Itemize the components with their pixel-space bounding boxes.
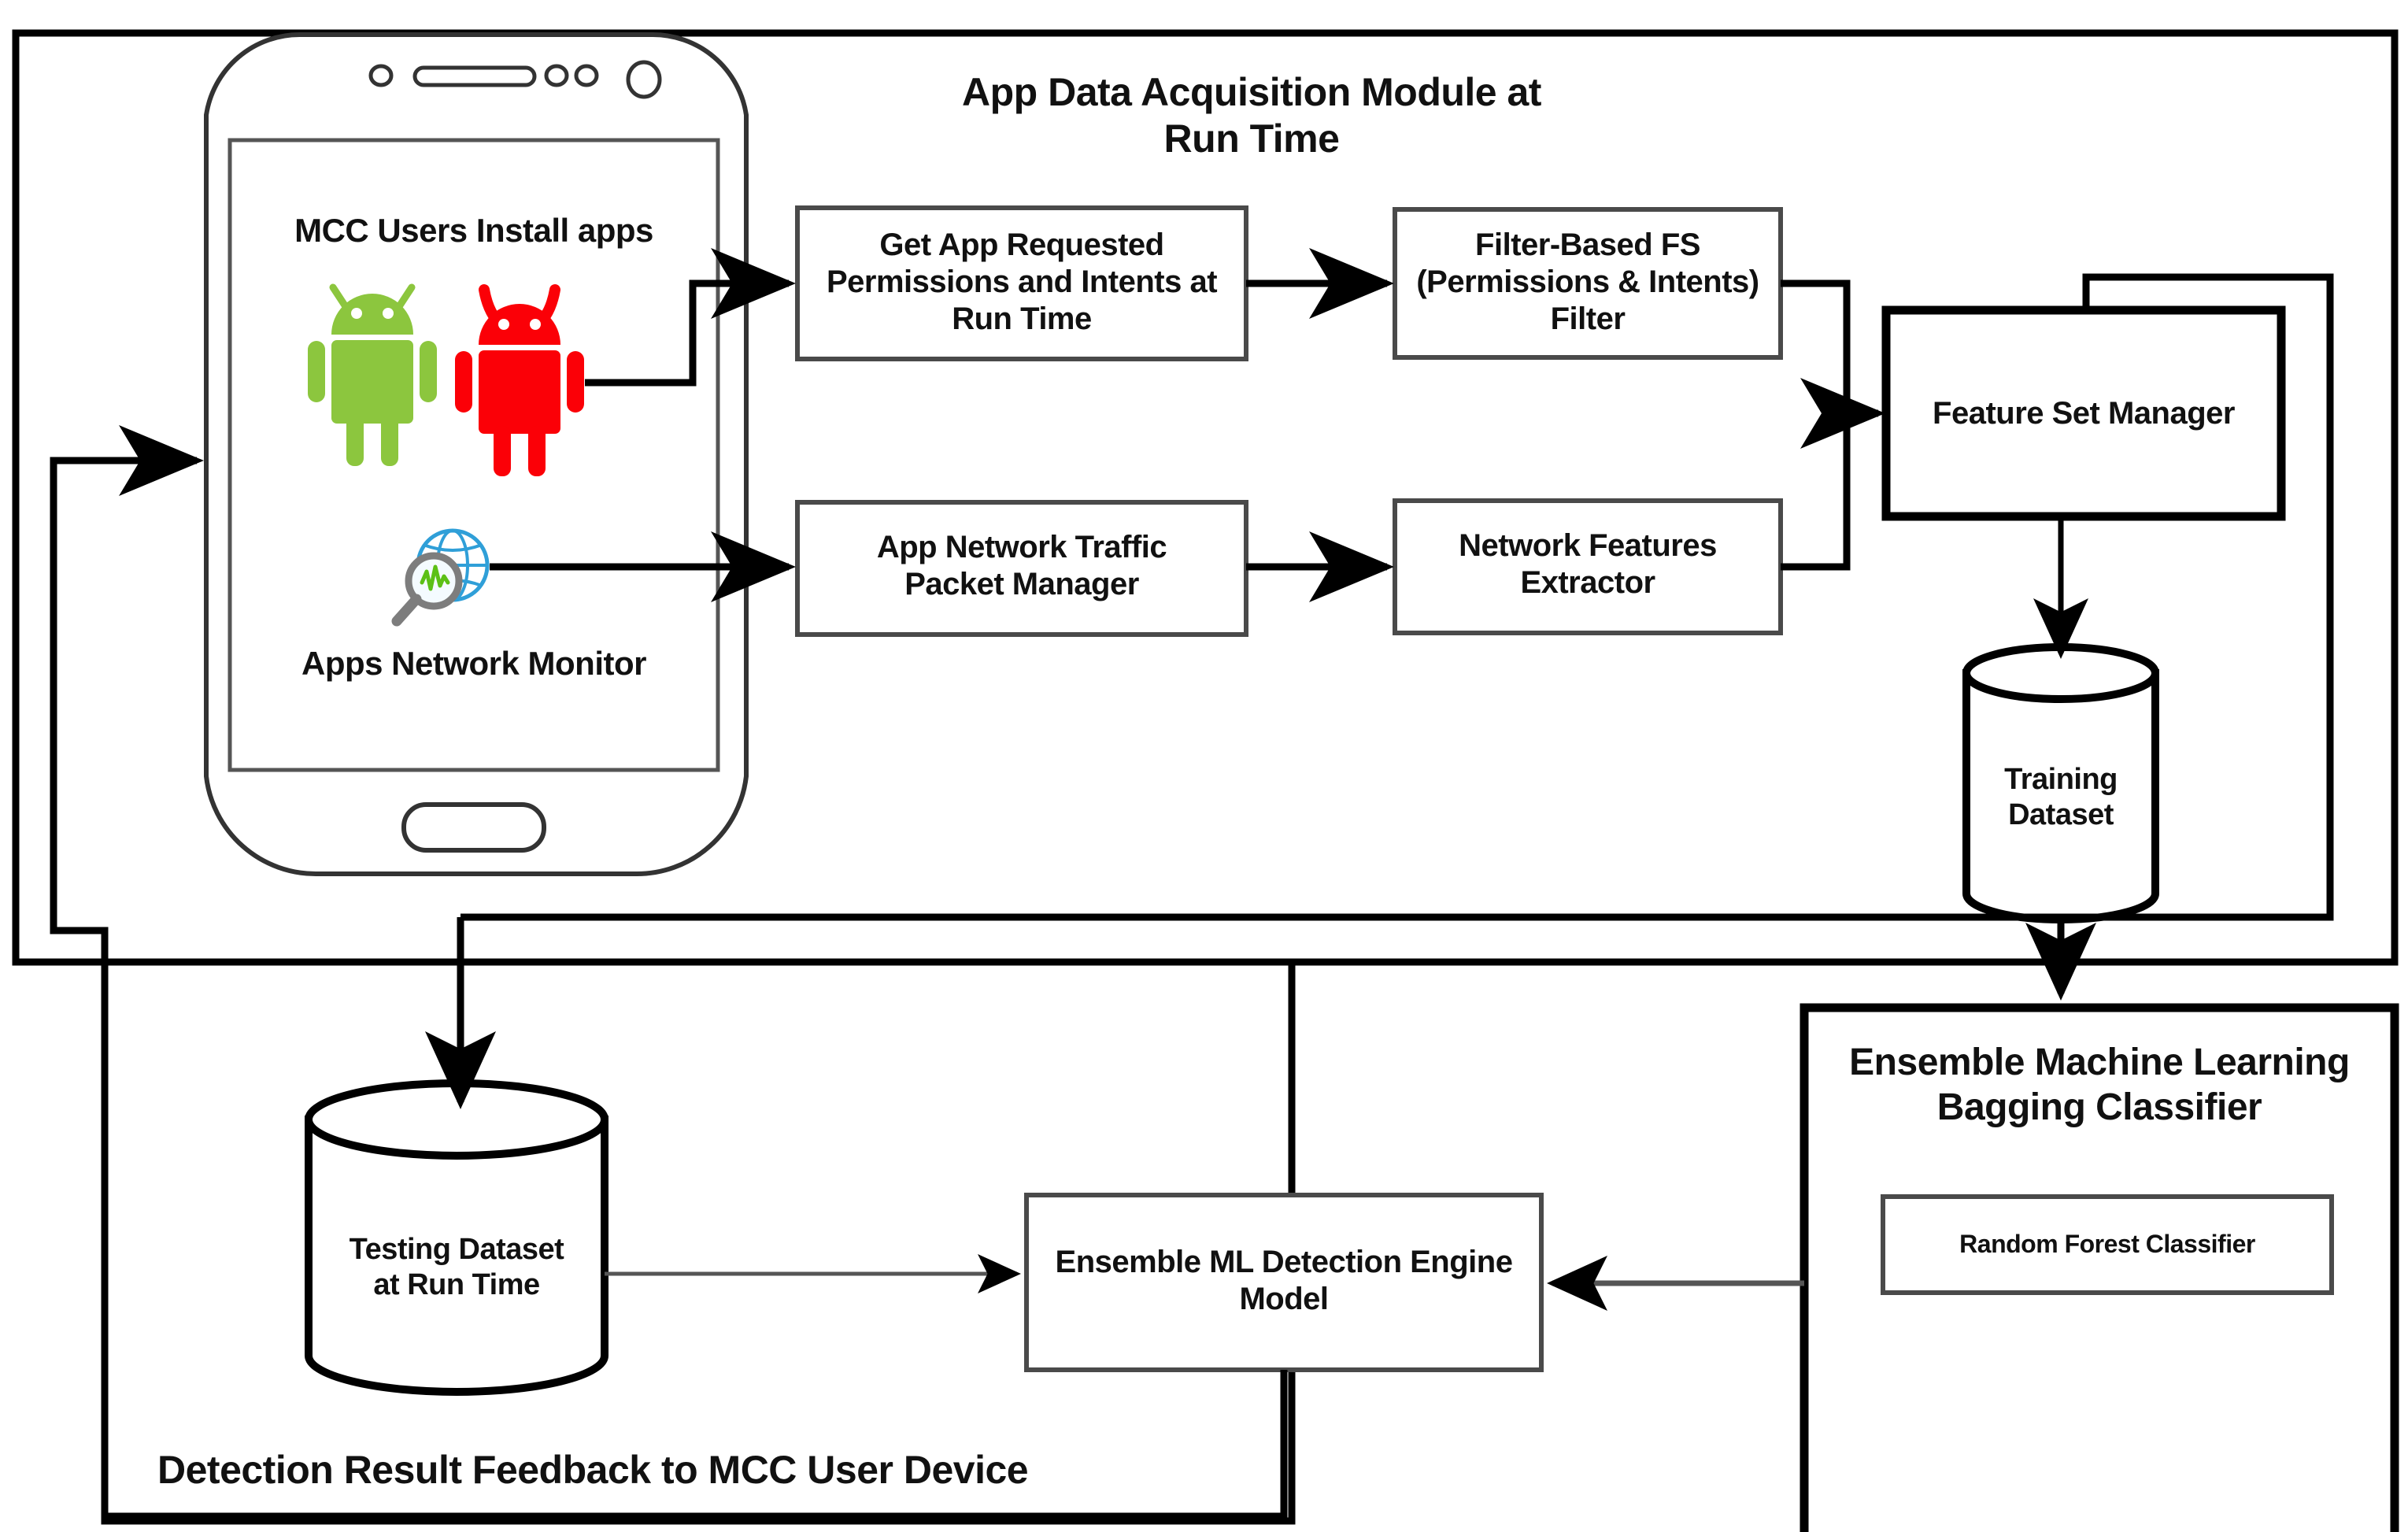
- label-filter-based-fs: Filter-Based FS (Permissions & Intents) …: [1416, 228, 1759, 337]
- phone-sensor-mid: [544, 64, 569, 87]
- box-network-features-extractor: [1393, 498, 1783, 635]
- box-app-network-traffic: [795, 500, 1248, 637]
- android-benign-icon: [308, 283, 437, 466]
- network-monitor-icon: [391, 528, 490, 627]
- feedback-loop-path: [50, 457, 1288, 1520]
- label-feature-set-manager: Feature Set Manager: [1933, 396, 2235, 431]
- phone-users-label: MCC Users Install apps: [294, 212, 653, 249]
- phone-earpiece: [412, 65, 537, 87]
- phone-sensor-right: [574, 64, 599, 87]
- arrow-extractor-to-fsm: [1781, 413, 1851, 571]
- arrow-filter-to-fsm: [1781, 279, 1885, 449]
- phone-monitor-label: Apps Network Monitor: [301, 645, 647, 682]
- phone-screen: [227, 138, 720, 772]
- cylinder-testing-dataset: [305, 1079, 608, 1396]
- box-ensemble-detection-engine: [1024, 1193, 1544, 1372]
- label-ensemble-detection-engine: Ensemble ML Detection Engine Model: [1055, 1245, 1513, 1317]
- module-title-top: App Data Acquisition Module at Run Time: [962, 70, 1541, 161]
- label-app-network-traffic: App Network Traffic Packet Manager: [876, 530, 1167, 602]
- label-testing-dataset: Testing Dataset at Run Time: [349, 1233, 564, 1301]
- box-feature-set-manager: [1881, 305, 2286, 521]
- phone-home-button: [401, 802, 546, 853]
- label-network-features-extractor: Network Features Extractor: [1459, 528, 1717, 601]
- phone-front-camera: [626, 60, 662, 99]
- box-random-forest-classifier: [1881, 1194, 2334, 1295]
- phone-sensor-left: [368, 64, 394, 87]
- arrow-apps-to-permissions: [585, 248, 796, 387]
- label-random-forest-classifier: Random Forest Classifier: [1959, 1230, 2255, 1258]
- android-malicious-icon: [455, 284, 584, 476]
- label-get-app-permissions: Get App Requested Permissions and Intent…: [826, 228, 1218, 337]
- label-ensemble-bagging-classifier: Ensemble Machine Learning Bagging Classi…: [1849, 1042, 2350, 1128]
- loop-fsm-to-testing: [461, 273, 2334, 921]
- module-title-bottom: Detection Result Feedback to MCC User De…: [157, 1448, 1029, 1492]
- label-training-dataset: Training Dataset: [2004, 763, 2118, 831]
